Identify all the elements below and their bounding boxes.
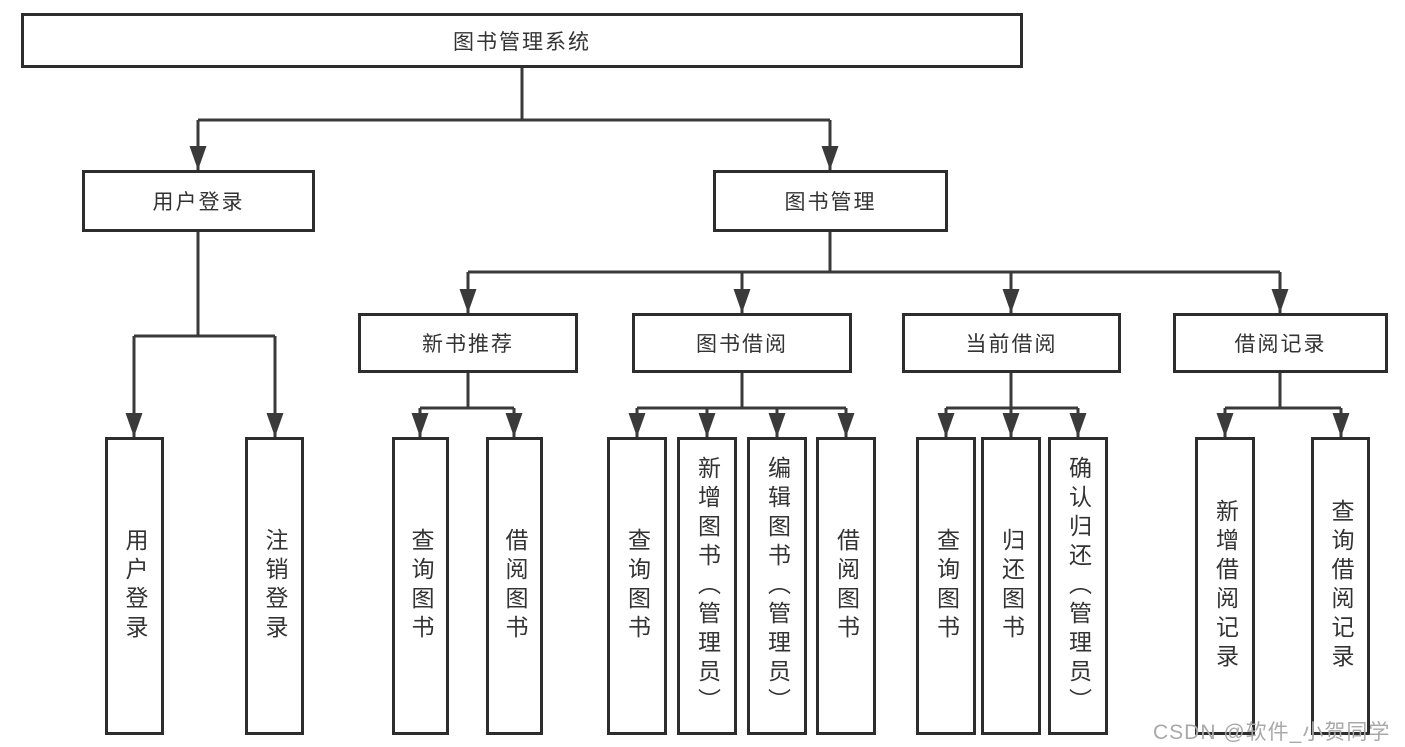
node-current-borrowing: 当前借阅 bbox=[902, 313, 1121, 373]
node-leaf-br-add-record: 新增借阅记录 bbox=[1195, 437, 1255, 735]
node-label: 编辑图书（管理员） bbox=[764, 455, 791, 717]
node-label: 查询图书 bbox=[624, 528, 651, 644]
node-leaf-bb-borrow-books: 借阅图书 bbox=[816, 437, 876, 735]
node-label: 图书管理系统 bbox=[453, 30, 591, 54]
node-leaf-br-query-record: 查询借阅记录 bbox=[1311, 437, 1370, 735]
node-library-management-system: 图书管理系统 bbox=[21, 13, 1023, 68]
node-label: 查询图书 bbox=[933, 528, 960, 644]
node-label: 查询借阅记录 bbox=[1328, 499, 1354, 673]
node-leaf-bb-query-books: 查询图书 bbox=[607, 437, 667, 735]
node-borrowing-records: 借阅记录 bbox=[1173, 313, 1388, 373]
connector-rails bbox=[134, 68, 1341, 410]
node-leaf-bb-edit-books-admin: 编辑图书（管理员） bbox=[747, 437, 807, 735]
node-leaf-nbr-borrow-books: 借阅图书 bbox=[486, 437, 543, 735]
node-leaf-user-login: 用户登录 bbox=[105, 437, 164, 735]
node-label: 新书推荐 bbox=[422, 333, 514, 356]
node-label: 借阅图书 bbox=[833, 528, 860, 644]
node-new-book-recommend: 新书推荐 bbox=[358, 313, 578, 373]
node-label: 借阅图书 bbox=[502, 528, 528, 644]
node-label: 查询图书 bbox=[408, 528, 434, 644]
node-label: 新增图书（管理员） bbox=[694, 455, 721, 717]
node-label: 图书借阅 bbox=[696, 333, 788, 356]
node-label: 用户登录 bbox=[152, 191, 245, 214]
watermark-text: CSDN @软件_小贺同学 bbox=[1153, 721, 1391, 744]
node-book-borrowing: 图书借阅 bbox=[632, 313, 852, 373]
node-leaf-logout: 注销登录 bbox=[245, 437, 304, 735]
node-label: 确认归还（管理员） bbox=[1065, 455, 1092, 717]
node-label: 用户登录 bbox=[122, 528, 148, 644]
node-leaf-cb-confirm-return-admin: 确认归还（管理员） bbox=[1048, 437, 1108, 735]
node-label: 当前借阅 bbox=[965, 333, 1058, 356]
node-label: 图书管理 bbox=[784, 191, 877, 214]
node-user-login: 用户登录 bbox=[82, 170, 315, 232]
node-book-management: 图书管理 bbox=[713, 170, 948, 232]
node-label: 注销登录 bbox=[262, 528, 288, 644]
node-label: 新增借阅记录 bbox=[1212, 499, 1239, 673]
node-label: 借阅记录 bbox=[1234, 333, 1327, 356]
node-leaf-bb-add-books-admin: 新增图书（管理员） bbox=[677, 437, 737, 735]
node-leaf-cb-query-books: 查询图书 bbox=[916, 437, 976, 735]
node-leaf-nbr-query-books: 查询图书 bbox=[392, 437, 449, 735]
node-label: 归还图书 bbox=[998, 528, 1025, 644]
node-leaf-cb-return-books: 归还图书 bbox=[981, 437, 1041, 735]
